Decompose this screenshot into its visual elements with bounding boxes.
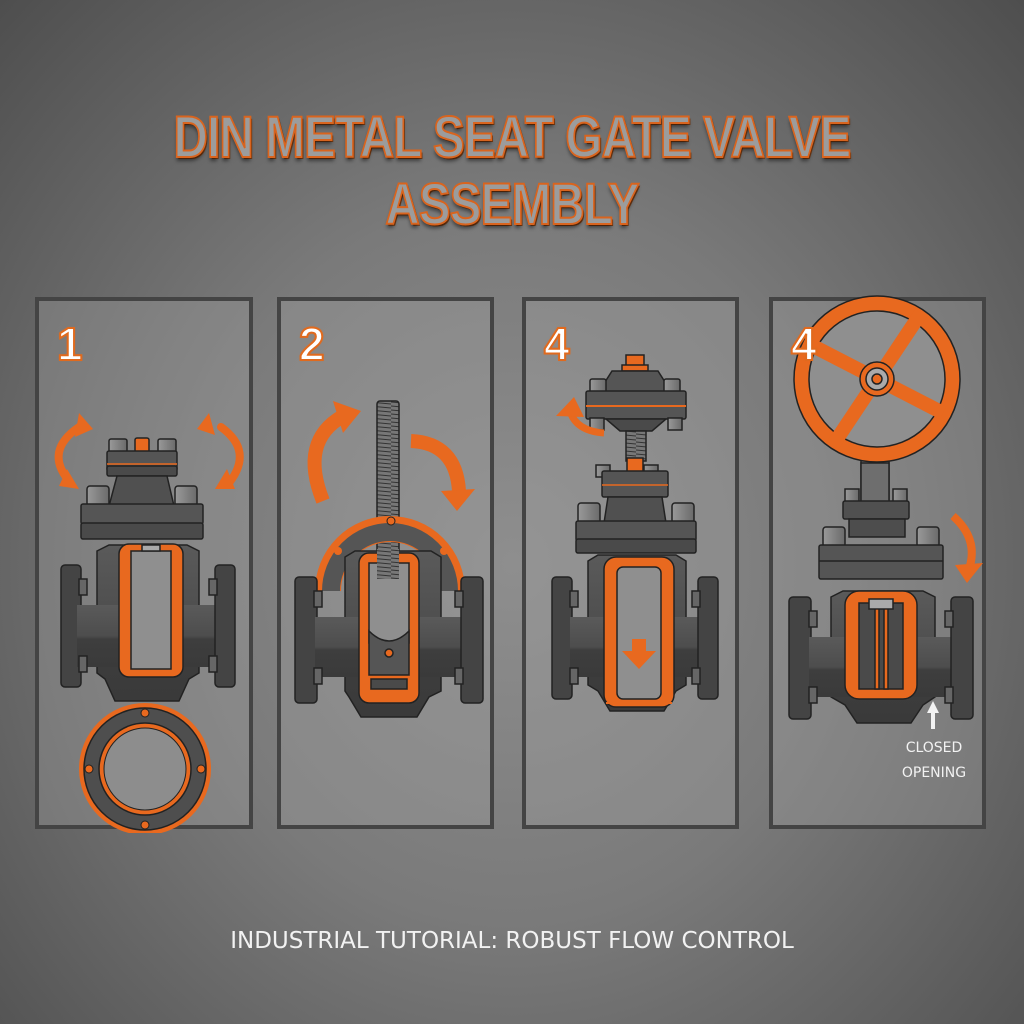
closed-opening-annotation: CLOSED OPENING: [891, 736, 977, 786]
step-panel-4: 4 CLOSED OPENING: [769, 295, 986, 829]
step-number: 2: [298, 317, 326, 371]
up-arrow-icon: [927, 701, 939, 729]
step-number: 4: [543, 317, 571, 371]
valve-body-icon: [551, 464, 719, 712]
curved-arrow-icon: [950, 513, 983, 583]
valve-body-icon: [60, 437, 236, 702]
handwheel-icon: [793, 295, 961, 463]
gasket-ring-icon: [79, 703, 211, 833]
rotate-arrows-icon: [307, 401, 475, 511]
step-panel-3: 4: [522, 297, 739, 829]
valve-body-icon: [788, 488, 974, 724]
step-number: 1: [56, 317, 84, 371]
step-number: 4: [790, 317, 818, 371]
page-title: DIN METAL SEAT GATE VALVE ASSEMBLY: [173, 104, 853, 238]
step-panel-2: 2: [277, 297, 494, 829]
yoke-icon: [315, 516, 465, 592]
curved-arrow-icon: [556, 397, 605, 437]
bonnet-icon: [585, 354, 687, 473]
valve-body-icon: [294, 549, 484, 718]
caption: INDUSTRIAL TUTORIAL: ROBUST FLOW CONTROL: [230, 928, 794, 954]
down-arrow-icon: [622, 639, 656, 669]
annotation-line-1: CLOSED: [905, 740, 963, 756]
annotation-line-2: OPENING: [901, 765, 967, 781]
step-panel-1: 1: [35, 297, 253, 833]
